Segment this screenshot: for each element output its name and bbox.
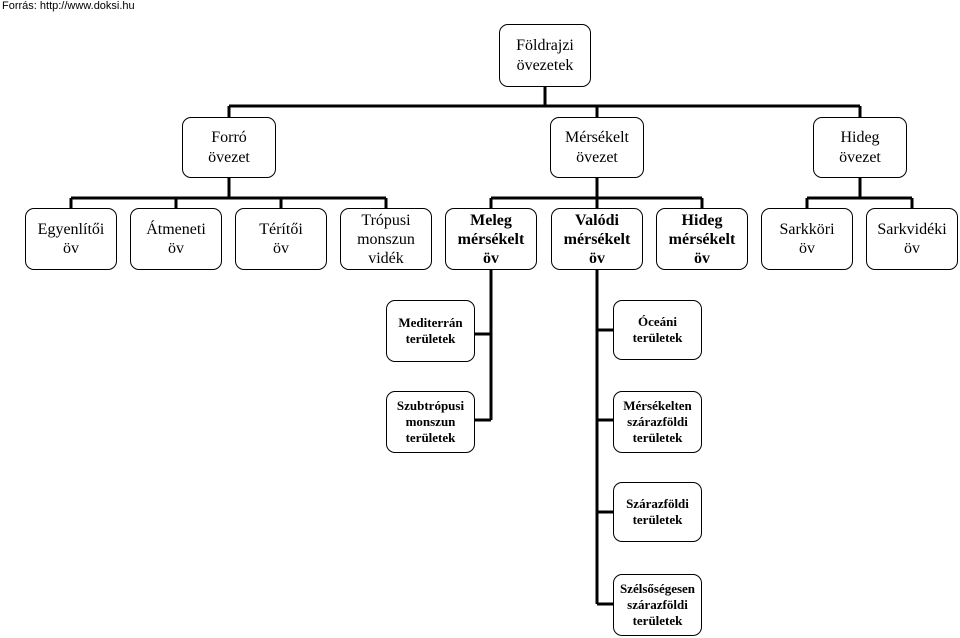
area-node-mediterranean: Mediterrán területek xyxy=(386,300,475,362)
belt-node-polar: Sarkvidéki öv xyxy=(866,208,958,270)
belt-node-equatorial: Egyenlítői öv xyxy=(25,208,117,270)
belt-node-true-temperate: Valódi mérsékelt öv xyxy=(551,208,643,270)
belt-node-transitional: Átmeneti öv xyxy=(130,208,222,270)
zone-node-hot: Forró övezet xyxy=(182,117,276,178)
belt-node-cold-temperate: Hideg mérsékelt öv xyxy=(656,208,748,270)
belt-node-subpolar: Sarkköri öv xyxy=(761,208,853,270)
zone-node-cold: Hideg övezet xyxy=(813,117,907,178)
root-node: Földrajzi övezetek xyxy=(499,24,591,87)
belt-node-monsoon: Trópusi monszun vidék xyxy=(340,208,432,270)
area-node-oceanic: Óceáni területek xyxy=(613,300,702,360)
area-node-subtropical-monsoon: Szubtrópusi monszun területek xyxy=(386,391,475,453)
zone-node-temperate: Mérsékelt övezet xyxy=(550,117,644,178)
belt-node-warm-temperate: Meleg mérsékelt öv xyxy=(445,208,537,270)
area-node-continental: Szárazföldi területek xyxy=(613,482,702,542)
area-node-moderate-continental: Mérsékelten szárazföldi területek xyxy=(613,391,702,453)
source-caption: Forrás: http://www.doksi.hu xyxy=(2,0,135,12)
area-node-extreme-continental: Szélsőségesen szárazföldi területek xyxy=(613,574,702,636)
belt-node-tropical: Térítői öv xyxy=(235,208,327,270)
